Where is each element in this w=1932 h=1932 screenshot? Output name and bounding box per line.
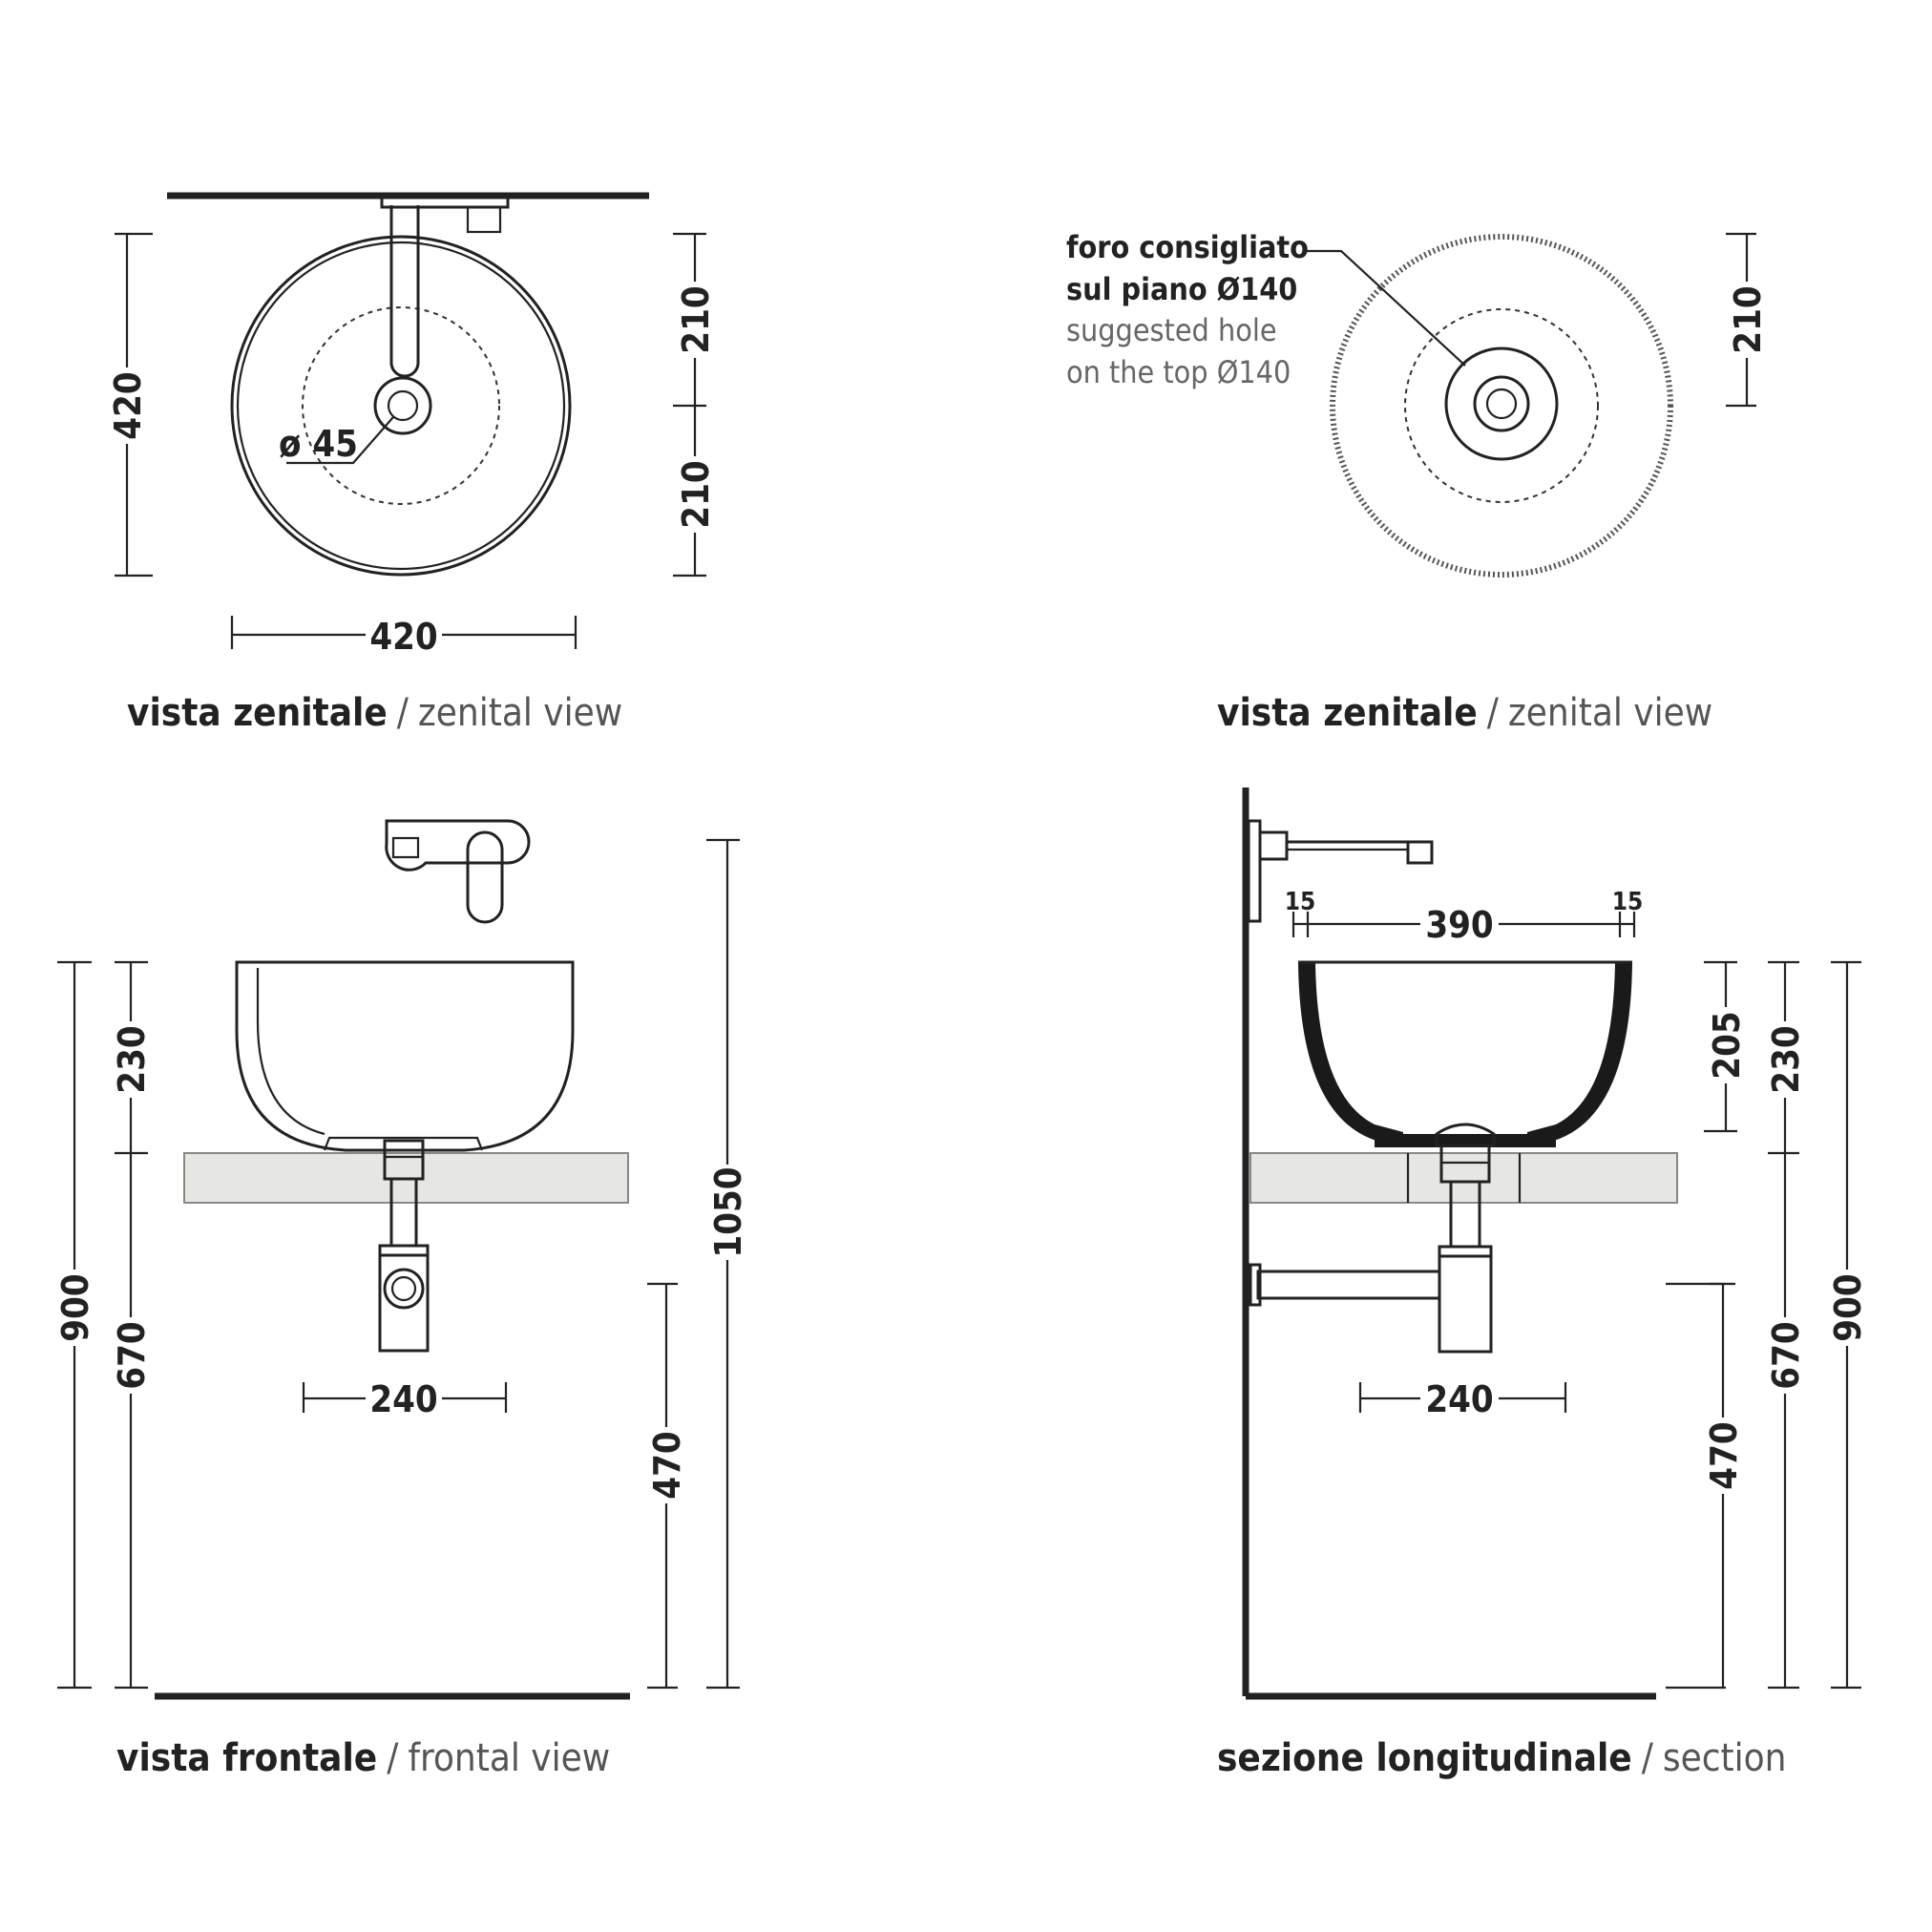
basin-inner-rim xyxy=(236,241,566,571)
basin-bottom-dashed xyxy=(1404,308,1599,503)
note-line-2: sul piano Ø140 xyxy=(1066,271,1297,307)
basin-bottom xyxy=(1375,1134,1556,1147)
note-line-1: foro consigliato xyxy=(1066,229,1309,265)
dim-waste-height: 470 xyxy=(646,1431,688,1499)
basin-front xyxy=(235,960,575,1152)
dim-waste-width: 240 xyxy=(369,1378,437,1420)
dim-shelf-height: 670 xyxy=(1765,1321,1807,1389)
bottle-trap xyxy=(1438,1254,1493,1354)
label-bg xyxy=(1730,282,1764,358)
dim-bowl-height: 230 xyxy=(1765,1025,1807,1093)
waste-cap xyxy=(1435,1123,1496,1147)
label-bg xyxy=(1420,905,1499,943)
note-line-4: on the top Ø140 xyxy=(1066,354,1291,390)
bottle-trap xyxy=(378,1253,430,1353)
hole-outline xyxy=(1444,346,1559,461)
wall-tap-knob xyxy=(391,836,420,859)
wall-tap-lever xyxy=(466,830,504,924)
label-bg xyxy=(366,1379,442,1418)
dim-total-left: 900 xyxy=(54,1273,96,1341)
dim-radius-right: 210 xyxy=(1727,285,1769,353)
dim-waste-width: 240 xyxy=(1425,1378,1493,1420)
drain-leader xyxy=(286,416,394,465)
dim-waste-height: 470 xyxy=(1703,1421,1745,1489)
trap-outlet-outer xyxy=(383,1268,425,1310)
drain-inner xyxy=(1485,388,1518,420)
label-bg xyxy=(1830,1270,1864,1346)
view-bottom-left: 900 230 670 1050 470 240 vista frontale/… xyxy=(54,819,749,1780)
basin-front-shading xyxy=(256,968,326,1136)
basin-bottom-dashed xyxy=(302,306,500,505)
trap-outlet-inner xyxy=(390,1275,417,1302)
drain-inner xyxy=(387,389,419,422)
dim-tap-height: 1050 xyxy=(707,1166,749,1257)
dim-width-bottom: 420 xyxy=(369,616,437,658)
trap-outlet-pipe xyxy=(1256,1270,1441,1300)
label-bg xyxy=(114,1021,148,1098)
dim-inner-depth: 205 xyxy=(1706,1011,1748,1079)
label-bg xyxy=(1420,1379,1499,1418)
label-bg xyxy=(57,1270,92,1346)
dim-upper-right: 210 xyxy=(675,285,717,353)
dim-bowl-height: 230 xyxy=(111,1025,153,1093)
note-line-3: suggested hole xyxy=(1066,312,1277,348)
label-bg xyxy=(110,368,144,444)
tap-body xyxy=(1258,830,1289,861)
countertop xyxy=(1250,1152,1678,1204)
dim-shelf-height: 670 xyxy=(111,1321,153,1389)
trap-wall-flange xyxy=(1249,1263,1262,1307)
tap-lever xyxy=(466,205,502,234)
label-bg xyxy=(366,616,442,654)
dim-rim-left: 15 xyxy=(1285,888,1316,916)
view-top-right: foro consigliato sul piano Ø140 suggeste… xyxy=(1066,229,1769,735)
dim-inner-width: 390 xyxy=(1425,904,1493,946)
caption-top-right: vista zenitale/zenital view xyxy=(1217,691,1712,735)
dim-height-left: 420 xyxy=(107,371,149,439)
view-bottom-right: 390 15 15 205 230 670 900 470 240 sezion… xyxy=(1217,788,1869,1780)
basin-wall-right xyxy=(1527,962,1632,1145)
tap-wall-plate xyxy=(1247,819,1262,923)
hole-leader xyxy=(1303,249,1466,367)
caption-bottom-left: vista frontale/frontal view xyxy=(116,1736,610,1780)
label-bg xyxy=(1706,1418,1740,1494)
basin-wall-left xyxy=(1298,962,1403,1145)
label-bg xyxy=(649,1427,683,1503)
label-bg xyxy=(710,1165,745,1260)
caption-top-left: vista zenitale/zenital view xyxy=(127,691,622,735)
view-top-left: ø 45 420 210 210 420 vista zenitale/zeni… xyxy=(107,192,717,735)
dim-drain-diameter: ø 45 xyxy=(279,423,358,465)
tap-aerator xyxy=(1406,840,1434,865)
basin-outline-fine xyxy=(1330,234,1673,578)
drain-outer xyxy=(1473,375,1530,432)
wall-tap-body xyxy=(385,819,531,872)
drain-outer xyxy=(373,376,432,435)
tap-plate xyxy=(380,196,510,209)
label-bg xyxy=(678,282,712,358)
tap-spout xyxy=(389,205,420,378)
caption-bottom-right: sezione longitudinale/section xyxy=(1217,1736,1786,1780)
label-bg xyxy=(678,456,712,533)
label-bg xyxy=(1709,1007,1743,1083)
dim-total-right: 900 xyxy=(1827,1273,1869,1341)
basin-foot xyxy=(323,1136,484,1151)
label-bg xyxy=(1768,1021,1802,1098)
label-bg xyxy=(1768,1317,1802,1394)
dim-rim-right: 15 xyxy=(1612,888,1644,916)
basin-outline xyxy=(230,235,572,577)
label-bg xyxy=(114,1317,148,1394)
dim-lower-right: 210 xyxy=(675,460,717,528)
